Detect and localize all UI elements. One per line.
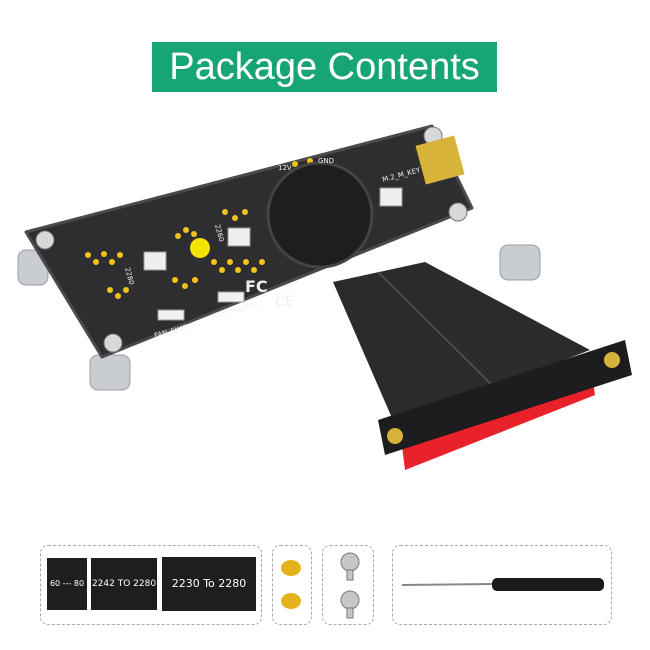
screws-box xyxy=(322,545,374,625)
screwdriver-icon xyxy=(401,578,604,591)
fcc-logo: FC xyxy=(245,277,268,296)
spacer-board-1: 60 --- 80 xyxy=(47,558,87,610)
m2-connector xyxy=(415,135,465,185)
thermal-pads-box xyxy=(272,545,312,625)
spacer-board-3: 2230 To 2280 xyxy=(162,557,256,611)
gnd-label: GND xyxy=(318,157,334,165)
12v-label: 12V xyxy=(278,164,292,172)
led-switch-button xyxy=(217,291,245,303)
spacer-boards-box xyxy=(40,545,262,625)
fan-switch-button xyxy=(157,309,185,321)
ce-logo: CE xyxy=(275,294,294,310)
thermal-pad-icon xyxy=(281,560,301,576)
screw-icon xyxy=(340,552,360,619)
page-title: Package Contents xyxy=(152,42,497,92)
pcie-bracket xyxy=(378,340,632,455)
gold-pads xyxy=(85,158,313,299)
ribbon-cable xyxy=(333,262,590,425)
screwdriver-box xyxy=(392,545,612,625)
thermal-pad-icon xyxy=(281,593,301,609)
spacer-board-2: 2242 TO 2280 xyxy=(91,558,157,610)
fan xyxy=(266,161,374,269)
